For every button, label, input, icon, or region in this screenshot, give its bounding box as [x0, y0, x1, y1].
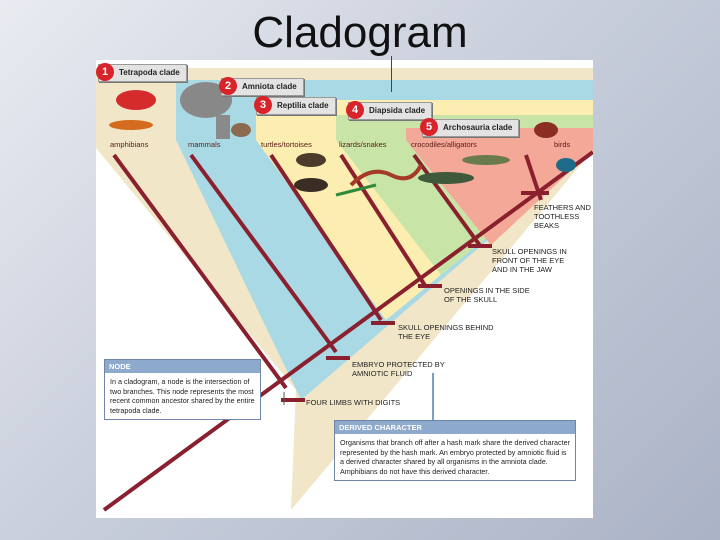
tortoise-illustration	[294, 178, 328, 192]
archosauria-clade-tag: 5 Archosauria clade	[420, 118, 520, 137]
character-label: SKULL OPENINGS IN FRONT OF THE EYE AND I…	[492, 247, 567, 274]
character-label: SKULL OPENINGS BEHIND THE EYE	[398, 323, 494, 341]
node-box-heading: NODE	[105, 360, 260, 373]
branch-turtles	[269, 153, 383, 322]
branch-mammals	[189, 153, 338, 354]
clade-number: 2	[219, 77, 237, 95]
tetrapoda-clade-tag: 1 Tetrapoda clade	[96, 63, 187, 82]
group-label: crocodiles/alligators	[411, 140, 477, 149]
frog-illustration	[116, 90, 156, 110]
character-label: EMBRYO PROTECTED BY AMNIOTIC FLUID	[352, 360, 445, 378]
character-label: FOUR LIMBS WITH DIGITS	[306, 398, 401, 407]
zebra-illustration	[216, 115, 230, 139]
snake-illustration	[349, 164, 423, 187]
turtle-illustration	[296, 153, 326, 167]
reptilia-clade-tag: 3 Reptilia clade	[254, 96, 336, 115]
branch-crocodiles	[412, 153, 483, 249]
salamander-illustration	[109, 120, 153, 130]
elephant-illustration	[180, 82, 232, 118]
clade-label: Tetrapoda clade	[119, 68, 180, 77]
derived-character-box: DERIVED CHARACTER Organisms that branch …	[334, 420, 576, 481]
clade-number: 3	[254, 96, 272, 114]
group-label: amphibians	[110, 140, 149, 149]
bird-illustration	[556, 158, 576, 172]
character-label: OPENINGS IN THE SIDE OF THE SKULL	[444, 286, 530, 304]
derived-box-heading: DERIVED CHARACTER	[335, 421, 575, 434]
bird-illustration	[534, 122, 558, 138]
diapsida-clade-tag: 4 Diapsida clade	[346, 101, 433, 120]
group-label: birds	[554, 140, 571, 149]
archosauria-band	[406, 128, 593, 245]
rabbit-illustration	[231, 123, 251, 137]
branch-amphibians	[112, 153, 288, 390]
character-label: FEATHERS AND TOOTHLESS BEAKS	[534, 203, 591, 230]
group-label: mammals	[188, 140, 221, 149]
derived-box-text: Organisms that branch off after a hash m…	[340, 438, 570, 476]
slide-title: Cladogram	[252, 8, 468, 57]
branch-lizards	[339, 153, 428, 289]
clade-label: Diapsida clade	[369, 106, 426, 115]
group-label: turtles/tortoises	[261, 140, 312, 149]
group-label: lizards/snakes	[339, 140, 387, 149]
amniota-clade-tag: 2 Amniota clade	[219, 77, 304, 96]
clade-label: Amniota clade	[242, 82, 297, 91]
title-connector-line	[391, 56, 392, 92]
clade-label: Reptilia clade	[277, 101, 329, 110]
clade-number: 5	[420, 118, 438, 136]
clade-label: Archosauria clade	[443, 123, 513, 132]
cladogram-trunk	[102, 150, 593, 512]
node-info-box: NODE In a cladogram, a node is the inter…	[104, 359, 261, 420]
clade-number: 1	[96, 63, 114, 81]
lizard-illustration	[335, 183, 377, 197]
crocodile-illustration	[462, 155, 510, 165]
node-box-text: In a cladogram, a node is the intersecti…	[110, 377, 255, 415]
cladogram-figure: 1 Tetrapoda clade 2 Amniota clade 3 Rept…	[96, 60, 593, 518]
clade-number: 4	[346, 101, 364, 119]
alligator-illustration	[418, 172, 474, 184]
